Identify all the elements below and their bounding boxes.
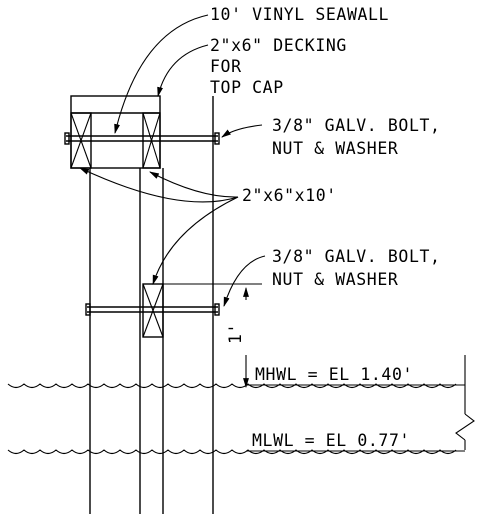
water-line-mhwl: [7, 383, 457, 389]
label-seawall: 10' VINYL SEAWALL: [210, 5, 389, 24]
label-mlwl: MLWL = EL 0.77': [252, 431, 410, 450]
label-mid-bolt: 3/8" GALV. BOLT,: [272, 247, 441, 266]
label-top-bolt: 3/8" GALV. BOLT,: [272, 116, 441, 135]
dimension-1ft: [163, 283, 262, 388]
label-top-bolt-nut: NUT & WASHER: [272, 139, 398, 158]
label-decking-for: FOR: [210, 57, 242, 76]
mhwl-marker: [246, 355, 475, 450]
label-mhwl: MHWL = EL 1.40': [255, 365, 413, 384]
label-decking-top-cap: TOP CAP: [210, 78, 284, 97]
water-line-mlwl: [7, 449, 457, 455]
pile-lines: [89, 96, 214, 514]
label-dimension: 1': [226, 323, 245, 344]
label-mid-bolt-nut: NUT & WASHER: [272, 270, 398, 289]
top-bolt: [64, 132, 220, 145]
label-lumber: 2"x6"x10': [242, 186, 337, 205]
mid-whaler: [142, 283, 164, 338]
label-decking: 2"x6" DECKING: [210, 36, 347, 55]
leaders: [79, 14, 266, 307]
mid-bolt: [85, 303, 220, 316]
